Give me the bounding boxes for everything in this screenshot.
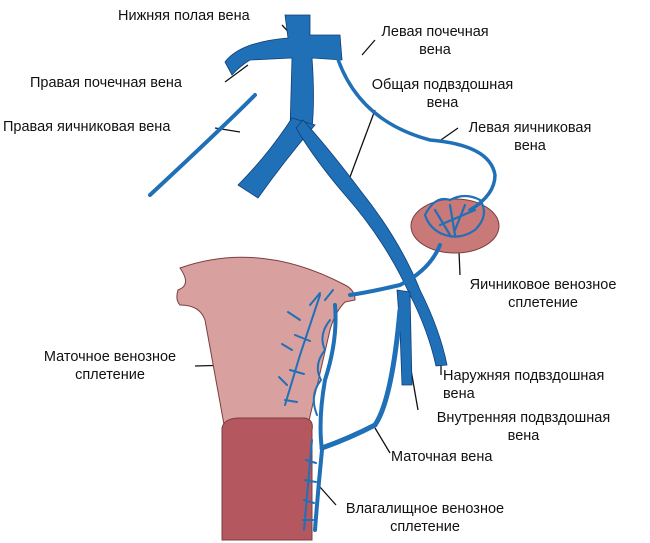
label-right-renal-vein: Правая почечная вена <box>30 75 182 91</box>
left-common-iliac-vein <box>295 119 448 367</box>
right-ovarian-vein <box>148 93 257 197</box>
inferior-vena-cava <box>224 14 343 131</box>
label-inferior-vena-cava: Нижняя полая вена <box>118 8 250 24</box>
uterine-plexus <box>278 289 334 416</box>
left-ovarian-vein <box>333 48 497 212</box>
vaginal-plexus <box>302 439 317 531</box>
cervix <box>221 417 313 541</box>
label-uterine-vein: Маточная вена <box>391 449 493 465</box>
ovarian-to-iliac-vein <box>348 243 442 297</box>
uterine-vein <box>319 307 403 451</box>
ovary <box>410 198 500 254</box>
right-common-iliac-vein <box>237 117 316 199</box>
ovarian-plexus <box>423 194 486 238</box>
uterine-vein-upper <box>313 303 338 532</box>
label-right-ovarian-vein: Правая яичниковая вена <box>3 119 171 135</box>
